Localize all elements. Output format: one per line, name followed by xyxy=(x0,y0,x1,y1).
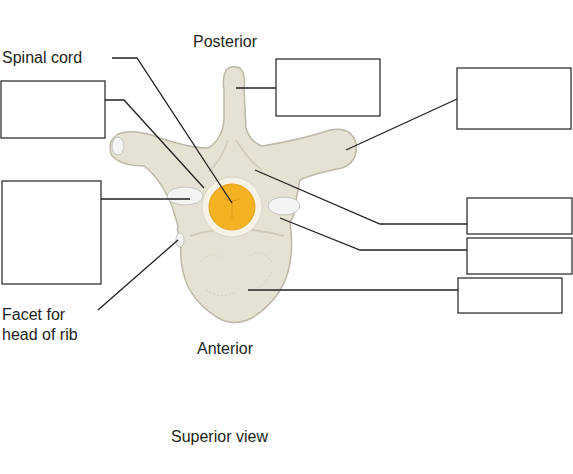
superior-articular-facet xyxy=(268,197,300,215)
blank-label-box xyxy=(458,278,562,313)
leader-lines xyxy=(98,58,467,310)
leader-line xyxy=(280,218,467,250)
superior-articular-facet xyxy=(167,187,203,205)
blank-label-box xyxy=(276,59,380,116)
vertebral-foramen xyxy=(202,177,262,237)
part-label: Spinal cord xyxy=(2,48,112,68)
transverse-costal-facet xyxy=(112,137,124,155)
leader-line xyxy=(255,170,467,224)
blank-label-box xyxy=(467,238,572,274)
leader-line xyxy=(346,99,457,150)
spinal-cord-fissure xyxy=(224,198,240,218)
blank-label-box xyxy=(2,181,101,284)
leader-line xyxy=(101,198,190,199)
orientation-label: Posterior xyxy=(193,32,283,52)
blank-label-box xyxy=(467,198,572,234)
leader-line xyxy=(98,240,178,310)
orientation-label: Anterior xyxy=(197,339,287,359)
leader-line xyxy=(105,100,204,188)
blank-label-box xyxy=(457,68,571,129)
leader-line xyxy=(236,87,276,88)
blank-label-boxes xyxy=(1,59,572,313)
vertebral-body-texture xyxy=(200,253,272,295)
leader-line xyxy=(112,58,232,203)
leader-line xyxy=(248,289,458,290)
blank-label-box xyxy=(1,81,105,138)
part-label: Facet for head of rib xyxy=(2,305,94,345)
spinal-cord xyxy=(209,184,255,230)
lamina-ridge xyxy=(208,140,262,172)
view-caption: Superior view xyxy=(171,427,331,447)
